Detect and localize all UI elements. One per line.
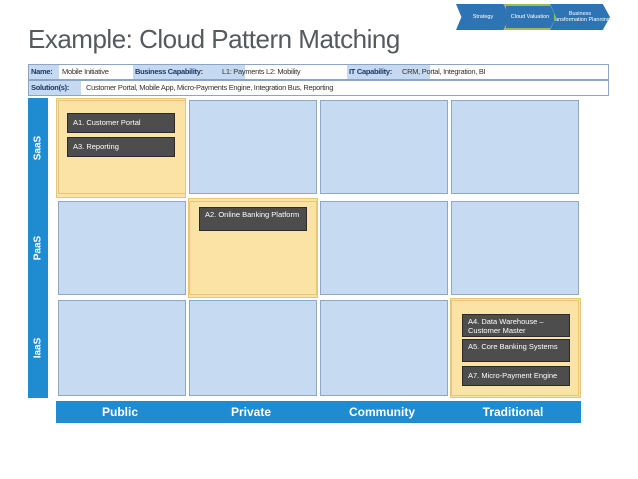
cell-traditional-paas [451,201,579,295]
solutions-value: Customer Portal, Mobile App, Micro-Payme… [86,83,334,92]
info-row-solutions: Solution(s): Customer Portal, Mobile App… [28,80,609,96]
column-label-public: Public [101,405,138,419]
business-capability-value: L1: Payments L2: Mobility [222,67,301,76]
column-label-private: Private [230,405,272,419]
chevron-strategy: Strategy [456,4,510,30]
app-a7-micro-payment: A7. Micro-Payment Engine [462,366,570,386]
page-title: Example: Cloud Pattern Matching [28,24,400,54]
cell-community-saas [320,100,448,194]
row-label-paas: PaaS [28,198,48,298]
cell-public-iaas [58,300,186,396]
cell-private-iaas [189,300,317,396]
app-a2-online-banking: A2. Online Banking Platform [199,207,307,231]
column-axis: Public Private Community Traditional [56,401,581,423]
app-a1-customer-portal: A1. Customer Portal [67,113,175,133]
chevron-business-transformation-label: Business Transformation Planning [550,11,610,23]
cell-public-paas [58,201,186,295]
info-row-name: Name: Mobile Initiative Business Capabil… [28,64,609,80]
cell-private-saas [189,100,317,194]
column-label-traditional: Traditional [482,405,544,419]
row-label-iaas-text: IaaS [32,337,44,359]
name-value: Mobile Initiative [62,67,109,76]
chevron-strategy-label: Strategy [472,14,494,20]
chevron-business-transformation: Business Transformation Planning [550,4,610,30]
row-label-saas-text: SaaS [32,135,44,161]
cell-community-paas [320,201,448,295]
cell-traditional-saas [451,100,579,194]
it-capability-label: IT Capability: [347,65,430,79]
solutions-label: Solution(s): [29,81,81,95]
business-capability-label: Business Capability: [133,65,245,79]
chevron-cloud-valuation-label: Cloud Valuation [510,14,550,20]
row-label-iaas: IaaS [28,298,48,398]
name-label: Name: [29,65,59,79]
app-a4-data-warehouse: A4. Data Warehouse – Customer Master [462,314,570,337]
app-a3-reporting: A3. Reporting [67,137,175,157]
it-capability-value: CRM, Portal, Integration, BI [402,67,486,76]
app-a5-core-banking: A5. Core Banking Systems [462,339,570,362]
row-label-saas: SaaS [28,98,48,198]
chevron-cloud-valuation: Cloud Valuation [504,4,556,30]
row-label-paas-text: PaaS [32,235,44,261]
column-label-community: Community [349,405,415,419]
cell-community-iaas [320,300,448,396]
